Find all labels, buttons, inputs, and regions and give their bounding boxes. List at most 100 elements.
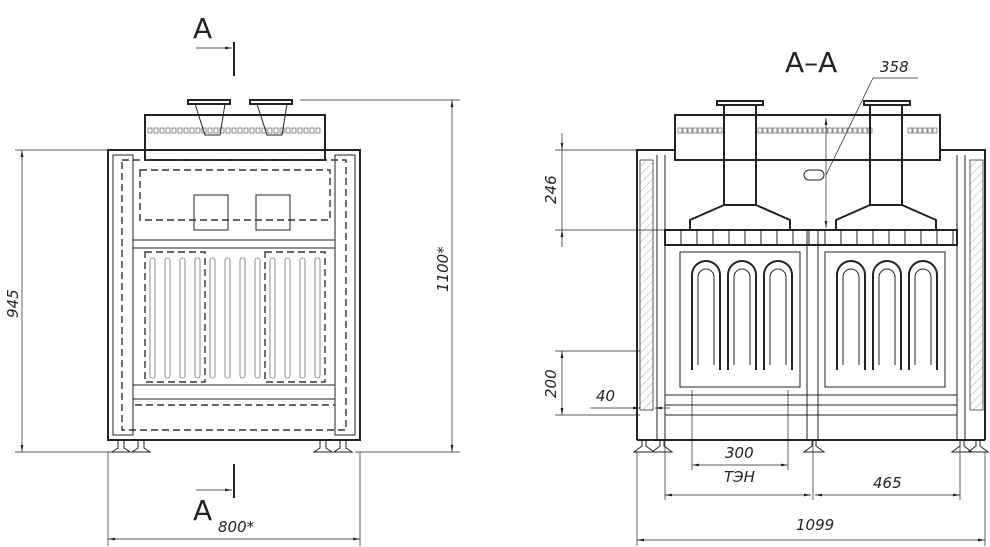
section-mark-bottom: A <box>193 494 212 527</box>
insulation-cell <box>807 127 813 134</box>
dim-300: 300 <box>725 444 754 462</box>
bottom-tray <box>664 404 958 416</box>
front-heating-rod <box>269 257 276 379</box>
insulation-cell <box>147 127 153 134</box>
grate-cells <box>680 230 954 245</box>
insulation-cell <box>817 127 823 134</box>
insulation-cell <box>165 127 171 134</box>
stone-grate <box>664 229 958 246</box>
dim-465: 465 <box>873 474 902 492</box>
dim-246: 246 <box>542 175 560 204</box>
insulation-cell <box>782 127 788 134</box>
insulation-cell <box>792 127 798 134</box>
insulation-cell <box>303 127 309 134</box>
insulation-cell <box>273 127 279 134</box>
ten-element <box>691 260 793 370</box>
front-heating-rod <box>209 257 216 379</box>
hoods <box>689 204 937 231</box>
insulation-cell <box>837 127 843 134</box>
section-mark-top: A <box>193 12 212 45</box>
insulation-cell <box>717 127 723 134</box>
ten-element <box>836 260 938 370</box>
insulation-cell <box>822 127 828 134</box>
front-grid-bar <box>132 239 336 249</box>
insulation-cell <box>237 127 243 134</box>
front-feet <box>110 439 354 453</box>
insulation-cell <box>907 127 913 134</box>
insulation-cell <box>687 127 693 134</box>
front-frame <box>107 149 361 441</box>
insulation-cell <box>195 127 201 134</box>
basket-1 <box>679 251 801 388</box>
insulation-cell <box>917 127 923 134</box>
front-heating-rod <box>194 257 201 379</box>
insulation-cell <box>171 127 177 134</box>
front-heating-elements <box>149 257 321 379</box>
front-hidden-basket-1 <box>144 251 206 383</box>
insulation-cell <box>177 127 183 134</box>
front-hood-2 <box>255 194 291 231</box>
insulation-cell <box>309 127 315 134</box>
section-title: A–A <box>785 46 837 79</box>
insulation-cell <box>932 127 938 134</box>
insulation-cell <box>291 127 297 134</box>
front-heating-rod <box>149 257 156 379</box>
insulation-cell <box>315 127 321 134</box>
insulation-cell <box>231 127 237 134</box>
insulation-cell <box>847 127 853 134</box>
section-frame <box>636 149 986 440</box>
thermostat-sensor <box>803 169 825 181</box>
insulation-cell <box>787 127 793 134</box>
section-feet <box>632 440 990 453</box>
insulation-cell <box>255 127 261 134</box>
left-insulation-wall <box>639 159 654 411</box>
insulation-cell <box>762 127 768 134</box>
front-insulation-pattern <box>147 127 321 134</box>
insulation-cell <box>812 127 818 134</box>
insulation-cell <box>842 127 848 134</box>
insulation-cell <box>772 127 778 134</box>
section-insulation-pattern <box>677 127 938 134</box>
front-heating-rod <box>224 257 231 379</box>
insulation-cell <box>802 127 808 134</box>
insulation-cell <box>767 127 773 134</box>
ten-element-inner <box>842 268 932 365</box>
insulation-cell <box>912 127 918 134</box>
insulation-cell <box>827 127 833 134</box>
insulation-cell <box>213 127 219 134</box>
front-right-post <box>334 154 356 436</box>
insulation-cell <box>777 127 783 134</box>
insulation-cell <box>692 127 698 134</box>
basket-2 <box>824 251 946 388</box>
dim-358: 358 <box>880 58 909 76</box>
insulation-cell <box>267 127 273 134</box>
front-chimney-funnels <box>194 103 288 136</box>
heating-elements-ten <box>691 260 938 370</box>
right-insulation-wall <box>969 159 984 411</box>
front-heating-rod <box>179 257 186 379</box>
insulation-cell <box>852 127 858 134</box>
insulation-cell <box>757 127 763 134</box>
dim-40: 40 <box>596 387 615 405</box>
dim-800: 800* <box>218 518 255 536</box>
dim-1099: 1099 <box>796 516 834 534</box>
insulation-cell <box>183 127 189 134</box>
front-bottom-tray <box>132 384 336 400</box>
insulation-cell <box>702 127 708 134</box>
insulation-cell <box>922 127 928 134</box>
front-hidden-basket-2 <box>264 251 326 383</box>
front-chimney-flange-1 <box>187 99 231 105</box>
front-hidden-frame <box>121 159 347 431</box>
insulation-cell <box>832 127 838 134</box>
front-heating-rod <box>254 257 261 379</box>
insulation-cell <box>219 127 225 134</box>
front-heating-rod <box>299 257 306 379</box>
insulation-cell <box>707 127 713 134</box>
insulation-cell <box>862 127 868 134</box>
section-view: A–A 358 246 <box>542 46 990 546</box>
front-heating-rod <box>284 257 291 379</box>
dim-945: 945 <box>4 289 22 318</box>
dim-1100: 1100* <box>434 246 452 292</box>
front-top-box <box>144 114 326 161</box>
